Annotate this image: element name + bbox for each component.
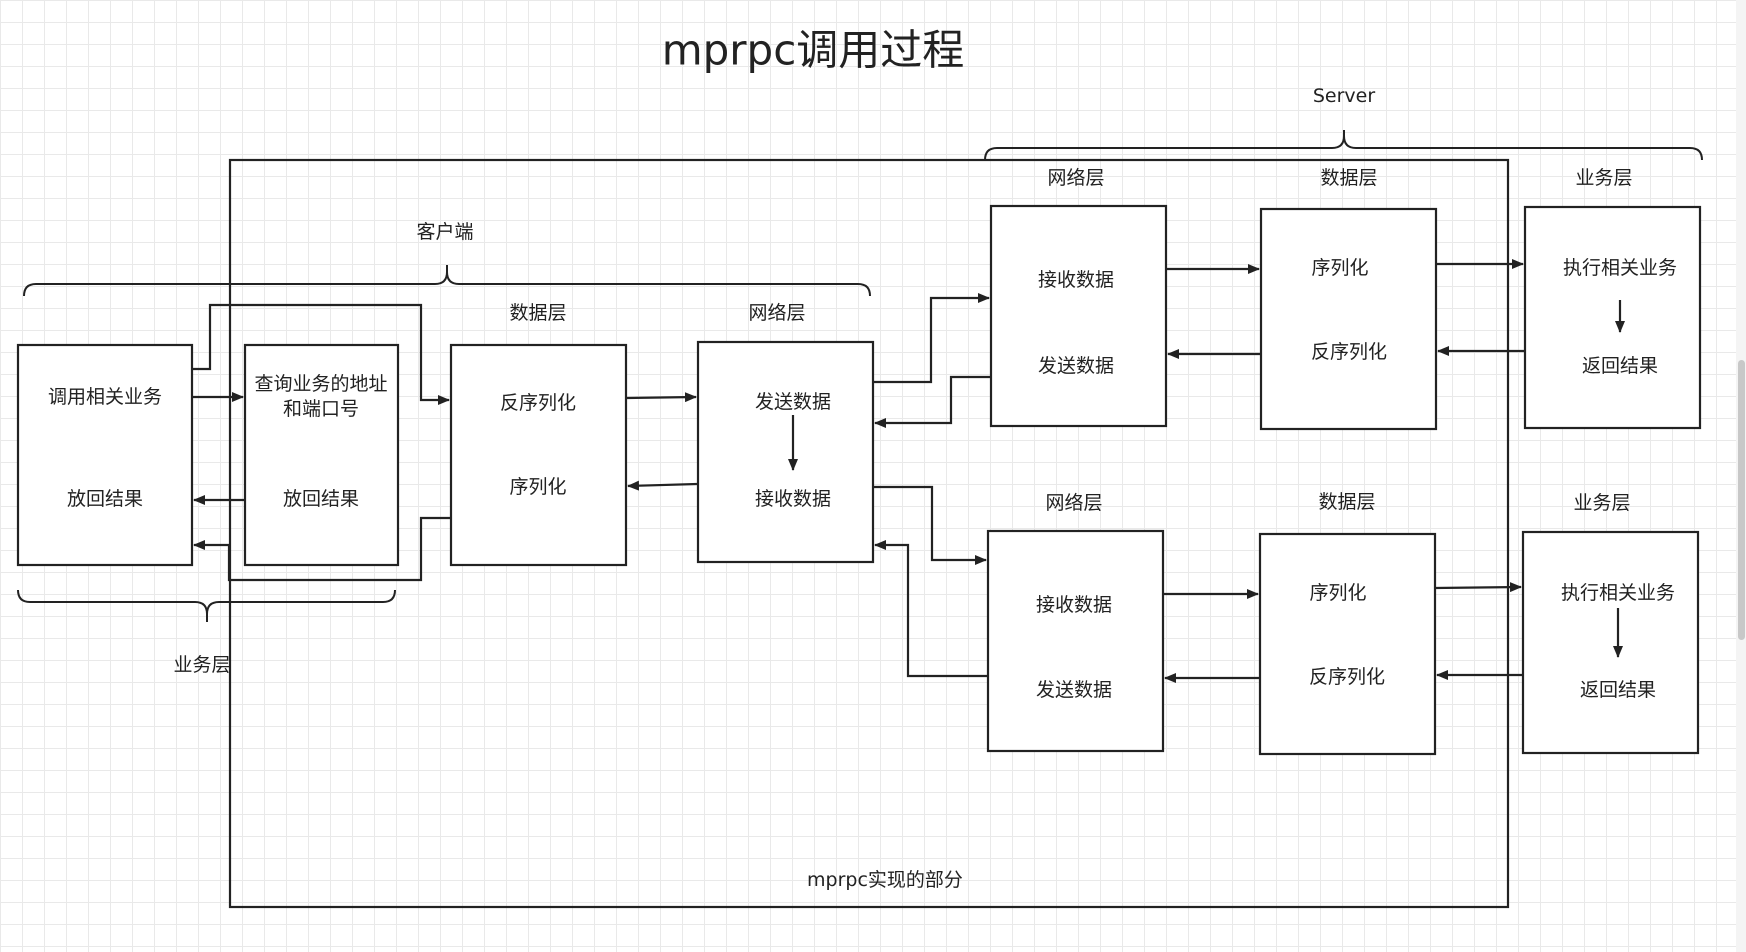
client-brace (23, 265, 871, 297)
server2-receive-text: 接收数据 (1036, 594, 1112, 616)
scrollbar-thumb[interactable] (1738, 360, 1745, 640)
vertical-scrollbar[interactable] (1736, 0, 1746, 952)
client-label: 客户端 (416, 221, 473, 243)
server2-network-header: 网络层 (1045, 492, 1102, 514)
server2-business-header: 业务层 (1573, 492, 1630, 514)
server2-serialize-text: 序列化 (1309, 582, 1366, 604)
server1-return-text: 返回结果 (1582, 355, 1658, 377)
arrow-caller-to-data-layer (193, 303, 450, 405)
server1-send-text: 发送数据 (1038, 355, 1114, 377)
arrow-client-receive-to-deserialize (627, 480, 698, 491)
server2-data-box: 序列化 反序列化 (1258, 532, 1437, 756)
server2-business-box: 执行相关业务 返回结果 (1521, 530, 1700, 755)
client-deserialize-text: 反序列化 (500, 392, 576, 414)
client-network-layer-box: 发送数据 接收数据 (696, 340, 875, 564)
arrow-s2-data-to-business (1434, 582, 1522, 593)
client-data-layer-header: 数据层 (509, 302, 566, 324)
server1-network-header: 网络层 (1047, 167, 1104, 189)
server1-deserialize-text: 反序列化 (1311, 341, 1387, 363)
caller-box: 调用相关业务 放回结果 (16, 343, 194, 567)
server2-data-header: 数据层 (1318, 491, 1375, 513)
lookup-query-text-2: 和端口号 (283, 398, 359, 420)
server1-receive-text: 接收数据 (1038, 269, 1114, 291)
server1-data-header: 数据层 (1320, 167, 1377, 189)
caller-call-text: 调用相关业务 (48, 386, 162, 408)
server1-business-header: 业务层 (1575, 167, 1632, 189)
server1-serialize-text: 序列化 (1311, 257, 1368, 279)
diagram-title: mprpc调用过程 (662, 26, 965, 75)
mprpc-frame (228, 158, 1510, 909)
mprpc-part-label: mprpc实现的部分 (807, 869, 963, 891)
server2-return-text: 返回结果 (1580, 679, 1656, 701)
server2-send-text: 发送数据 (1036, 679, 1112, 701)
server1-business-box: 执行相关业务 返回结果 (1523, 205, 1702, 430)
arrow-data-layer-return (193, 516, 450, 582)
lookup-return-text: 放回结果 (283, 488, 359, 510)
arrow-client-to-server2 (873, 485, 987, 565)
server2-execute-text: 执行相关业务 (1561, 582, 1675, 604)
server1-data-box: 序列化 反序列化 (1259, 207, 1438, 431)
arrow-client-serialize-to-send (626, 392, 697, 403)
client-data-layer-box: 反序列化 序列化 (449, 343, 628, 567)
lookup-query-text-1: 查询业务的地址 (254, 373, 387, 395)
server1-network-box: 接收数据 发送数据 (989, 204, 1168, 428)
server1-execute-text: 执行相关业务 (1563, 257, 1677, 279)
arrow-server1-to-client (874, 375, 990, 428)
server-brace (984, 130, 1703, 161)
arrow-client-to-server1 (873, 293, 990, 384)
server2-deserialize-text: 反序列化 (1309, 666, 1385, 688)
client-business-brace (17, 589, 396, 622)
client-receive-text: 接收数据 (755, 488, 831, 510)
client-serialize-text: 序列化 (509, 476, 566, 498)
client-send-text: 发送数据 (755, 391, 831, 413)
caller-return-text: 放回结果 (67, 488, 143, 510)
client-business-label: 业务层 (173, 654, 230, 676)
server-label: Server (1313, 85, 1375, 107)
server2-network-box: 接收数据 发送数据 (986, 529, 1165, 753)
client-network-layer-header: 网络层 (748, 302, 805, 324)
arrow-server2-to-client (874, 540, 987, 678)
lookup-box: 查询业务的地址 和端口号 放回结果 (243, 343, 400, 567)
